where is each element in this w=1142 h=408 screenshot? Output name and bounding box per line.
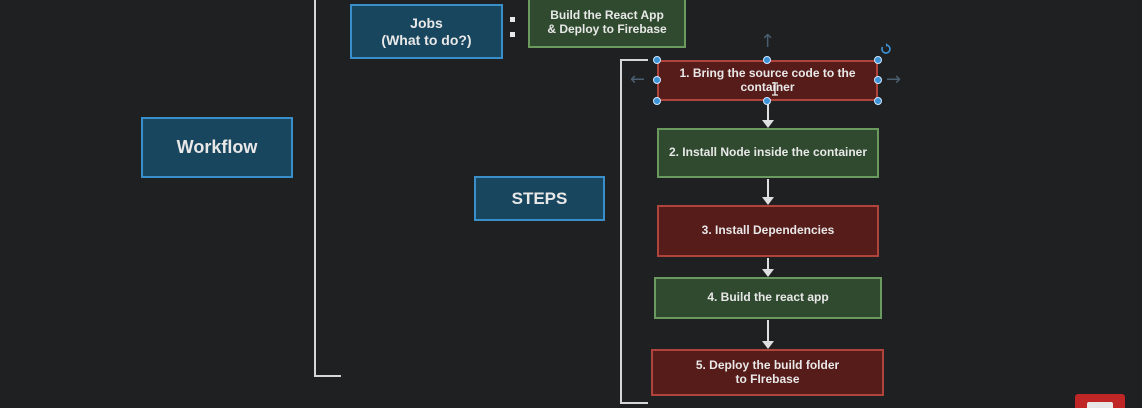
jobs-box[interactable]: Jobs (What to do?)	[350, 4, 503, 59]
step-5-box[interactable]: 5. Deploy the build folder to FIrebase	[651, 349, 884, 396]
youtube-badge-icon[interactable]	[1075, 394, 1125, 408]
step-3-box[interactable]: 3. Install Dependencies	[657, 205, 879, 257]
steps-bracket-vertical	[620, 59, 622, 404]
steps-label: STEPS	[511, 188, 568, 208]
colon-dot-bottom	[510, 32, 515, 37]
workflow-box[interactable]: Workflow	[141, 117, 293, 178]
step-4-label: 4. Build the react app	[707, 290, 829, 305]
arrow-step2-to-step3	[762, 179, 774, 205]
workflow-bracket-vertical	[314, 0, 316, 377]
selection-handle-middle-right[interactable]	[874, 76, 882, 84]
step-1-label: 1. Bring the source code to the containe…	[679, 65, 856, 94]
arrow-step1-to-step2	[762, 104, 774, 128]
selection-handle-middle-left[interactable]	[653, 76, 661, 84]
step-5-label: 5. Deploy the build folder to FIrebase	[695, 357, 840, 386]
move-up-arrow-icon[interactable]: ↑	[760, 31, 776, 52]
arrow-step3-to-step4	[762, 258, 774, 277]
arrow-step4-to-step5	[762, 320, 774, 349]
text-cursor-icon	[771, 82, 779, 96]
selection-handle-bottom-right[interactable]	[874, 97, 882, 105]
workflow-bracket-bottom	[314, 375, 341, 377]
selection-handle-top-left[interactable]	[653, 56, 661, 64]
steps-bracket-top	[620, 59, 648, 61]
selection-handle-bottom-left[interactable]	[653, 97, 661, 105]
steps-box[interactable]: STEPS	[474, 176, 605, 221]
steps-bracket-bottom	[620, 402, 648, 404]
workflow-label: Workflow	[176, 137, 258, 158]
move-left-arrow-icon[interactable]: ←	[630, 69, 646, 90]
move-right-arrow-icon[interactable]: →	[886, 69, 902, 90]
step-2-box[interactable]: 2. Install Node inside the container	[657, 128, 879, 178]
step-4-box[interactable]: 4. Build the react app	[654, 277, 882, 319]
jobs-label: Jobs (What to do?)	[381, 15, 472, 48]
step-2-label: 2. Install Node inside the container	[668, 145, 868, 160]
selection-handle-top-center[interactable]	[763, 56, 771, 64]
step-1-box[interactable]: 1. Bring the source code to the containe…	[657, 60, 878, 101]
rotate-handle-icon[interactable]	[880, 42, 892, 54]
job-description-box[interactable]: Build the React App & Deploy to Firebase	[528, 0, 686, 48]
step-3-label: 3. Install Dependencies	[701, 223, 835, 238]
colon-dot-top	[510, 17, 515, 22]
job-description-label: Build the React App & Deploy to Firebase	[547, 8, 667, 36]
selection-handle-top-right[interactable]	[874, 56, 882, 64]
